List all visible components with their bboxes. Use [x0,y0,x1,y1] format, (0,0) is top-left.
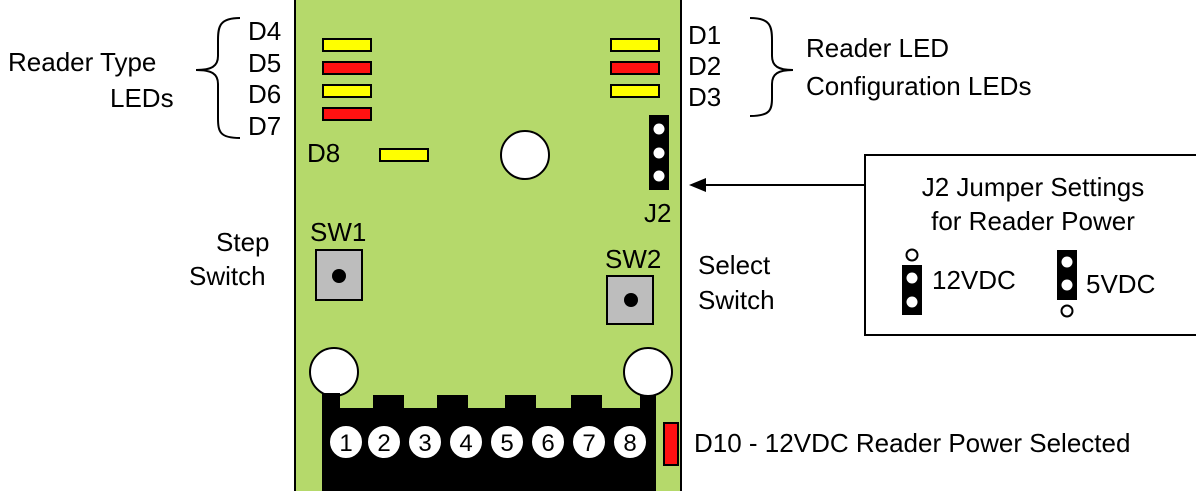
switch-sw1 [315,249,363,301]
led-d8 [379,148,429,162]
j2-arrow-head [689,178,706,192]
label-sw2: SW2 [605,244,661,274]
terminal-5-circle [489,424,525,460]
label-j2: J2 [644,198,671,228]
reader-led-label-line1: Reader LED [806,33,949,63]
jumper-5vdc-icon [1057,250,1077,318]
terminal-7-circle [571,424,607,460]
terminal-4-label: 4 [459,430,472,457]
label-12vdc: 12VDC [932,265,1016,295]
mounting-hole-top [500,130,550,180]
mounting-hole-bottom-right [623,347,673,397]
jumper-settings-title-line1: J2 Jumper Settings [922,172,1145,202]
right-brace [749,17,794,117]
terminal-1-circle [328,424,364,460]
label-d4: D4 [248,16,281,46]
led-d5 [322,61,372,75]
led-d6 [322,84,372,98]
terminal-4-circle [448,424,484,460]
led-d10 [663,422,679,466]
label-d2: D2 [688,51,721,81]
left-brace [195,17,241,139]
terminal-6-circle [530,424,566,460]
led-d3 [610,84,660,98]
terminal-5-label: 5 [500,430,513,457]
reader-led-label-line2: Configuration LEDs [806,71,1031,101]
step-switch-label-line1: Step [216,227,270,257]
led-d2 [610,61,660,75]
label-d6: D6 [248,79,281,109]
switch-sw2 [606,275,654,325]
reader-type-label-line1: Reader Type [8,47,156,77]
label-5vdc: 5VDC [1086,269,1155,299]
terminal-7-label: 7 [582,430,595,457]
label-d7: D7 [248,111,281,141]
led-d1 [610,38,660,52]
reader-type-label-line2: LEDs [110,83,174,113]
step-switch-label-line2: Switch [189,261,266,291]
led-d4 [322,38,372,52]
label-d8: D8 [307,138,340,168]
label-sw1: SW1 [310,217,366,247]
terminal-3-circle [407,424,443,460]
jumper-j2 [649,115,669,190]
terminal-3-label: 3 [418,430,431,457]
jumper-settings-title-line2: for Reader Power [931,206,1135,236]
jumper-12vdc-icon [902,248,922,315]
select-switch-label-line2: Switch [698,285,775,315]
label-d5: D5 [248,48,281,78]
terminal-8-circle [612,424,648,460]
terminal-1-label: 1 [339,430,352,457]
label-d1: D1 [688,20,721,50]
terminal-2-circle [366,424,402,460]
terminal-8-label: 8 [623,430,636,457]
terminal-6-label: 6 [541,430,554,457]
label-d3: D3 [688,82,721,112]
mounting-hole-bottom-left [309,347,359,397]
terminal-2-label: 2 [377,430,390,457]
label-d10: D10 - 12VDC Reader Power Selected [694,428,1130,458]
led-d7 [322,107,372,121]
select-switch-label-line1: Select [698,250,771,280]
